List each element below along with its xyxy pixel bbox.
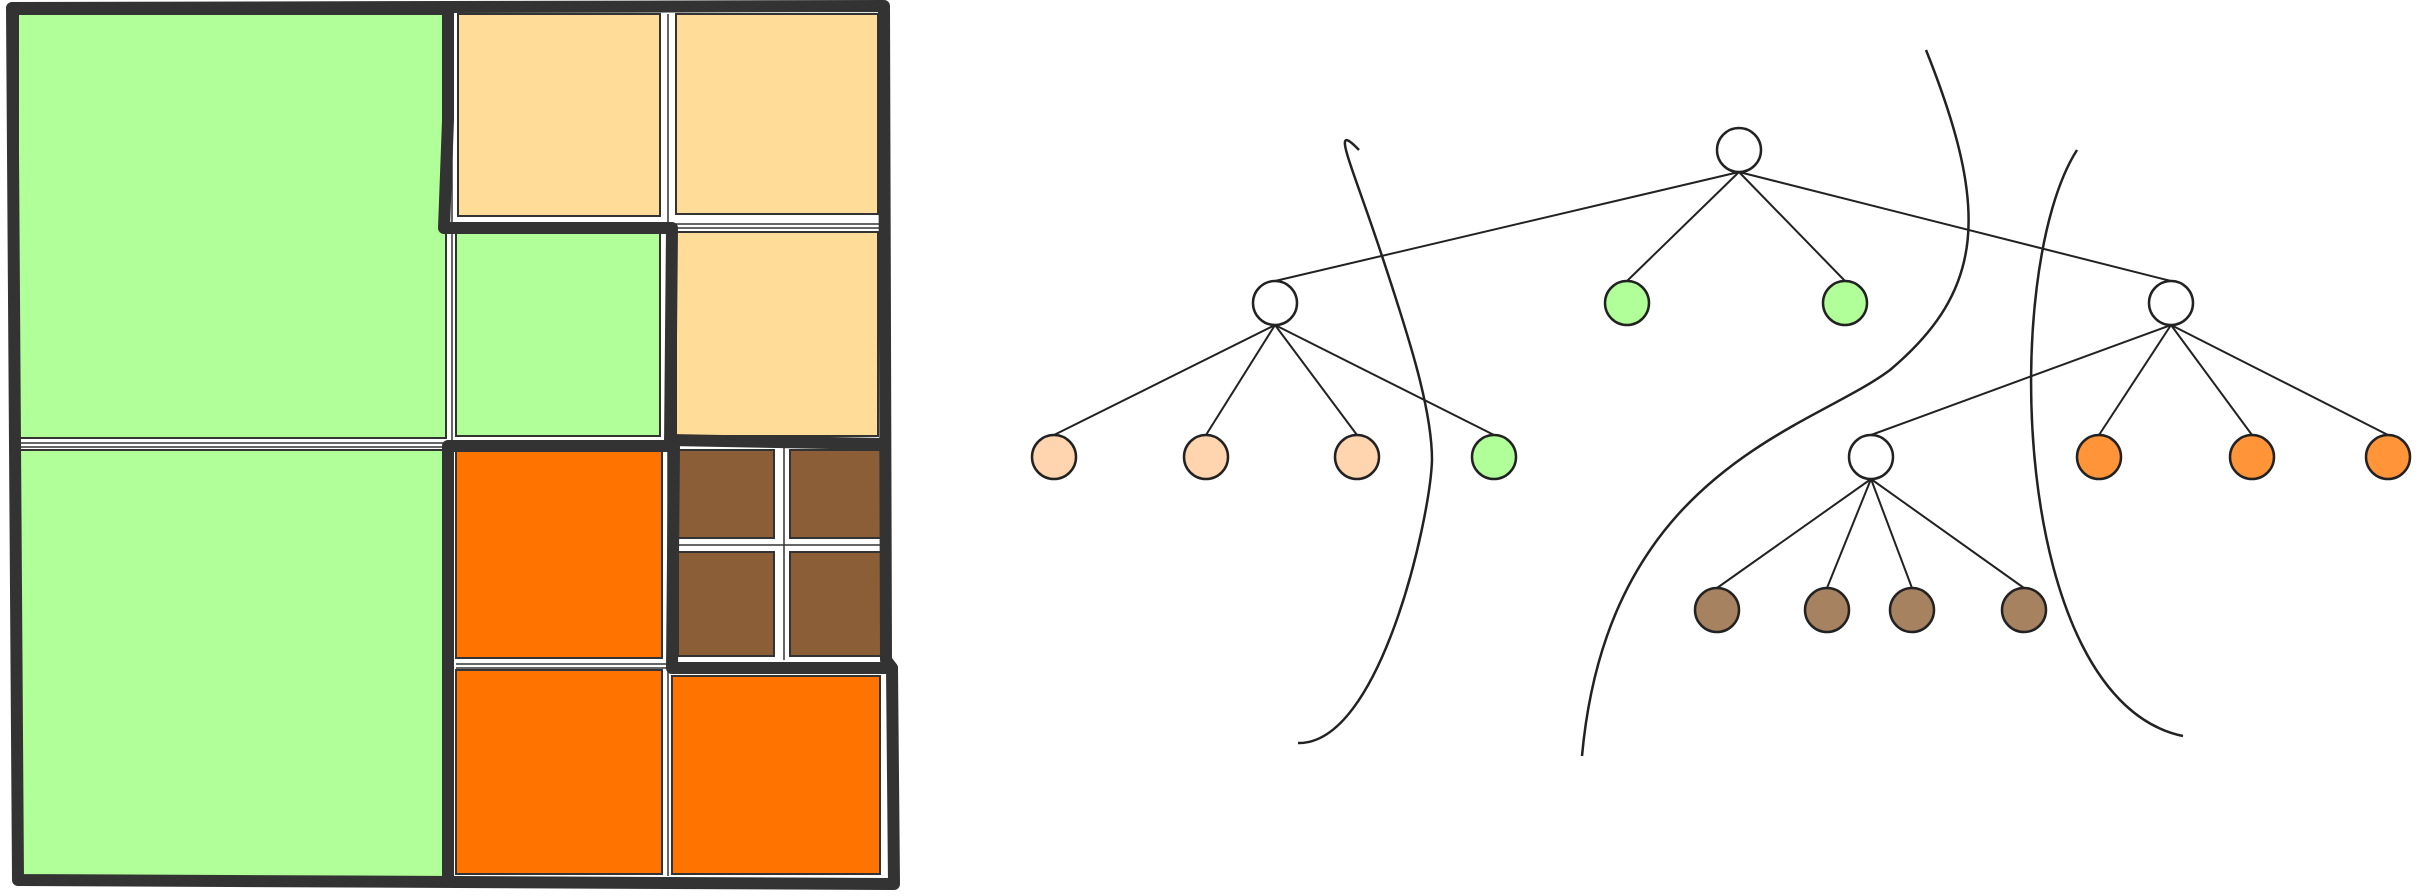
- tree-edge: [1826, 478, 1872, 589]
- tree-node-b: [1603, 279, 1651, 327]
- treemap-cell-orange-3: [671, 675, 881, 875]
- tree-node-a4: [1470, 433, 1518, 481]
- tree-node-root: [1715, 126, 1763, 174]
- treemap-cell-orange-1: [455, 449, 663, 659]
- tree-edge: [1716, 478, 1872, 589]
- partition-curve: [1297, 138, 1434, 745]
- tree-node-c: [1821, 279, 1869, 327]
- tree-edge: [1205, 324, 1276, 436]
- tree-edge: [2170, 324, 2389, 436]
- treemap-cell-green-large-bottom: [17, 449, 447, 879]
- tree-node-a: [1251, 279, 1299, 327]
- tree-edge: [1274, 171, 1740, 282]
- treemap-cell-brown-1: [677, 449, 775, 539]
- treemap-cell-green-large-top: [17, 13, 447, 439]
- partition-curve: [1580, 49, 1970, 757]
- tree-edge: [2098, 324, 2172, 436]
- tree-node-a3: [1333, 433, 1381, 481]
- treemap-cell-brown-2: [789, 449, 883, 539]
- treemap-cell-peach-1: [457, 13, 661, 217]
- tree-node-d: [2147, 279, 2195, 327]
- treemap-cell-peach-3: [675, 231, 879, 437]
- tree-node-d1b: [1803, 586, 1851, 634]
- tree-edge: [1738, 171, 1846, 282]
- tree-edge: [1626, 171, 1740, 282]
- tree-node-a1: [1030, 433, 1078, 481]
- partition-curve: [2029, 149, 2184, 738]
- treemap-cell-peach-2: [675, 13, 879, 215]
- tree-node-d1c: [1888, 586, 1936, 634]
- tree-node-d1: [1847, 433, 1895, 481]
- tree-edge: [1053, 324, 1276, 436]
- treemap-boundary: [666, 440, 898, 674]
- tree-edge: [1870, 478, 2025, 589]
- treemap-cell-orange-2: [455, 669, 663, 875]
- tree-node-d1d: [2000, 586, 2048, 634]
- tree-edge: [1274, 324, 1495, 436]
- tree-node-d3: [2228, 433, 2276, 481]
- treemap-boundary: [664, 434, 890, 450]
- tree-edge: [2170, 324, 2253, 436]
- tree-edge: [1870, 478, 1913, 589]
- treemap-boundary: [438, 2, 678, 886]
- treemap-cell-brown-4: [789, 551, 883, 657]
- tree-edge: [1274, 324, 1358, 436]
- tree-node-d4: [2364, 433, 2412, 481]
- treemap-cell-green-small: [455, 231, 661, 437]
- tree-edge: [1870, 324, 2172, 436]
- tree-edge: [1738, 171, 2172, 282]
- tree-node-d1a: [1693, 586, 1741, 634]
- tree-node-d2: [2075, 433, 2123, 481]
- tree-node-a2: [1182, 433, 1230, 481]
- treemap-cell-brown-3: [677, 551, 775, 657]
